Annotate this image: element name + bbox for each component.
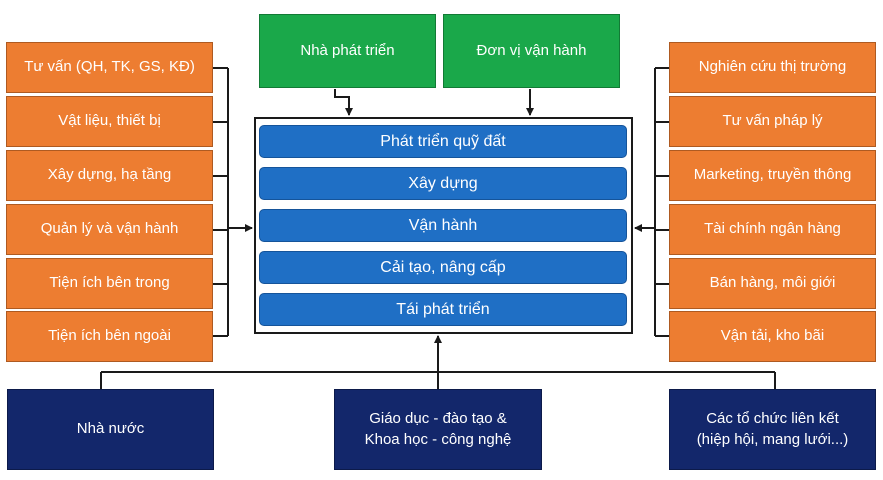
right-box-market-research: Nghiên cứu thị trường [669,42,876,93]
right-box-marketing: Marketing, truyền thông [669,150,876,201]
operator-box: Đơn vị vận hành [443,14,620,88]
state-box: Nhà nước [7,389,214,470]
state-label: Nhà nước [76,420,145,438]
top-connectors [334,89,534,116]
left-connectors [213,67,253,337]
left-box-external-utilities: Tiện ích bên ngoài [6,311,213,362]
bottom-connectors [100,335,776,389]
right-box-label: Tư vấn pháp lý [722,112,823,130]
left-box-label: Vật liệu, thiết bị [58,112,161,130]
left-box-label: Xây dựng, hạ tầng [47,166,172,184]
connector-developer [334,89,353,116]
left-box-management: Quản lý và vận hành [6,204,213,255]
left-box-label: Tiện ích bên trong [49,274,170,292]
left-box-label: Quản lý và vận hành [40,220,179,238]
education-science-label: Giáo dục - đào tạo & Khoa học - công ngh… [364,410,512,448]
stage-redevelopment: Tái phát triển [259,293,627,326]
right-box-legal: Tư vấn pháp lý [669,96,876,147]
right-box-label: Tài chính ngân hàng [704,220,841,238]
right-box-label: Marketing, truyền thông [693,166,852,184]
associations-label: Các tổ chức liên kết (hiệp hội, mang lướ… [696,410,849,448]
right-connectors [634,67,669,337]
right-box-finance: Tài chính ngân hàng [669,204,876,255]
left-box-label: Tư vấn (QH, TK, GS, KĐ) [24,58,195,76]
stage-label: Xây dựng [408,174,478,192]
left-box-label: Tiện ích bên ngoài [48,327,171,345]
left-box-materials: Vật liệu, thiết bị [6,96,213,147]
stage-label: Vận hành [408,216,478,234]
stage-operation: Vận hành [259,209,627,242]
right-box-sales: Bán hàng, môi giới [669,258,876,309]
education-science-box: Giáo dục - đào tạo & Khoa học - công ngh… [334,389,542,470]
stage-label: Cải tạo, nâng cấp [380,258,506,276]
associations-box: Các tổ chức liên kết (hiệp hội, mang lướ… [669,389,876,470]
operator-label: Đơn vị vận hành [476,41,587,59]
right-box-label: Bán hàng, môi giới [709,274,836,292]
stage-land-development: Phát triển quỹ đất [259,125,627,158]
stage-label: Tái phát triển [396,300,490,318]
left-box-internal-utilities: Tiện ích bên trong [6,258,213,309]
developer-box: Nhà phát triển [259,14,436,88]
left-box-construction: Xây dựng, hạ tầng [6,150,213,201]
right-box-label: Vận tải, kho bãi [720,327,825,345]
developer-label: Nhà phát triển [300,41,395,59]
left-box-consulting: Tư vấn (QH, TK, GS, KĐ) [6,42,213,93]
right-box-logistics: Vận tải, kho bãi [669,311,876,362]
right-box-label: Nghiên cứu thị trường [698,58,847,76]
stage-construction: Xây dựng [259,167,627,200]
stage-label: Phát triển quỹ đất [380,132,506,150]
stage-renovation: Cải tạo, nâng cấp [259,251,627,284]
